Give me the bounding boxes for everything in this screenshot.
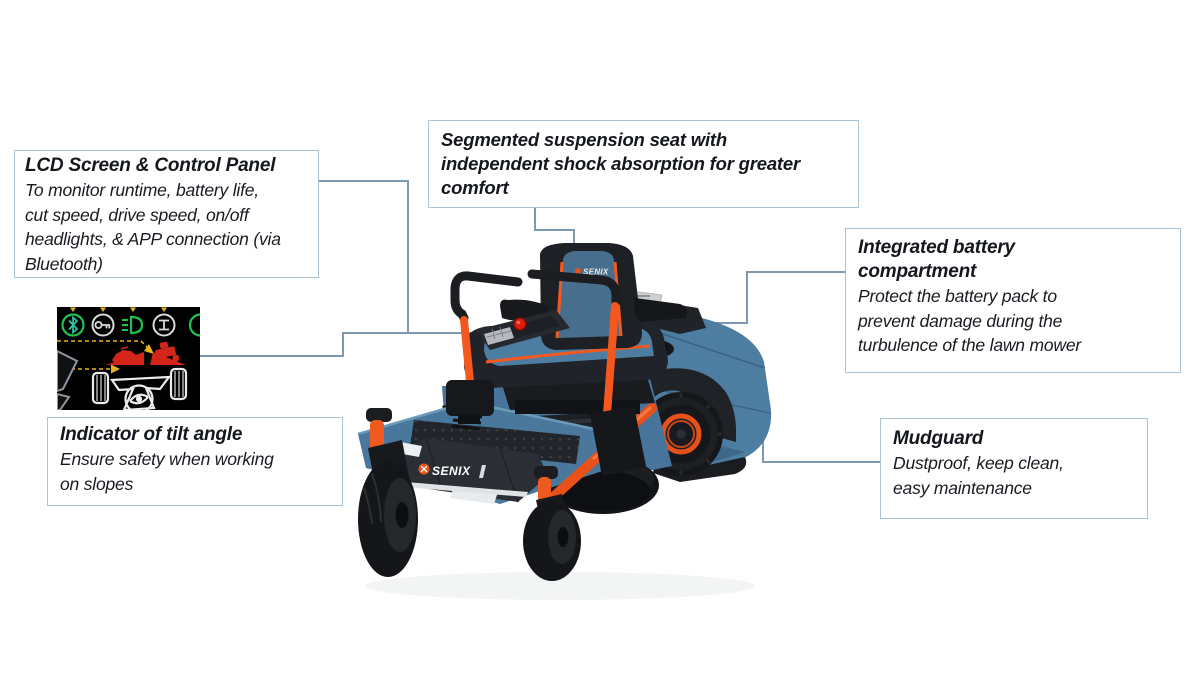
mower-illustration: SENIX — [357, 243, 772, 600]
callout-battery-compartment: Integrated battery compartment Protect t… — [845, 228, 1181, 373]
callout-lcd-title: LCD Screen & Control Panel — [25, 155, 276, 176]
traction-lock-icon — [152, 313, 176, 337]
key-icon — [91, 313, 115, 337]
lcd-icon-pointers — [70, 307, 167, 312]
callout-mudguard-body: Dustproof, keep clean, easy maintenance — [893, 453, 1064, 498]
emergency-stop-button — [513, 317, 527, 331]
callout-tilt-indicator: Indicator of tilt angle Ensure safety wh… — [47, 417, 343, 506]
callout-tilt-title: Indicator of tilt angle — [60, 424, 243, 445]
callout-lcd-control-panel: LCD Screen & Control Panel To monitor ru… — [14, 150, 319, 278]
callout-suspension-seat: Segmented suspension seat with independe… — [428, 120, 859, 208]
callout-lcd-body: To monitor runtime, battery life, cut sp… — [25, 180, 281, 274]
rear-mudguard — [632, 368, 736, 442]
callout-mudguard-title: Mudguard — [893, 428, 984, 449]
svg-text:SENIX: SENIX — [583, 268, 609, 277]
svg-text:SENIX: SENIX — [432, 464, 471, 478]
tilt-warning-right-icon — [150, 341, 186, 365]
bumper-stripe — [404, 482, 528, 497]
bluetooth-icon — [61, 313, 85, 337]
lap-bar-right — [527, 269, 646, 476]
mower-rear-gauge-icon — [91, 367, 188, 410]
caster-wheel-left — [358, 408, 418, 577]
senix-seat-logo: SENIX — [575, 268, 609, 277]
lcd-dial-fragment — [57, 349, 79, 410]
callout-mudguard: Mudguard Dustproof, keep clean, easy mai… — [880, 418, 1148, 519]
guide-arrow-right — [144, 344, 154, 354]
senix-deck-logo: SENIX — [418, 463, 471, 478]
caster-wheel-right — [523, 466, 581, 581]
callout-tilt-body: Ensure safety when working on slopes — [60, 449, 274, 494]
connector-lcd-box — [319, 180, 409, 333]
ground-shadow — [365, 572, 755, 600]
control-panel — [476, 310, 570, 350]
callout-battery-title: Integrated battery compartment — [858, 237, 1015, 282]
partial-status-icon — [188, 313, 200, 337]
tilt-warning-left-icon — [106, 346, 144, 365]
lcd-screen-image — [57, 307, 200, 410]
keypad — [484, 327, 514, 345]
armrest-right — [634, 298, 688, 322]
callout-battery-body: Protect the battery pack to prevent dama… — [858, 286, 1081, 355]
callout-seat-title: Segmented suspension seat with independe… — [441, 129, 800, 198]
headlight-icon — [122, 315, 144, 335]
guide-arrow-left — [111, 364, 120, 374]
connector-lcd-image — [200, 332, 495, 357]
lap-bar-left — [446, 271, 523, 424]
